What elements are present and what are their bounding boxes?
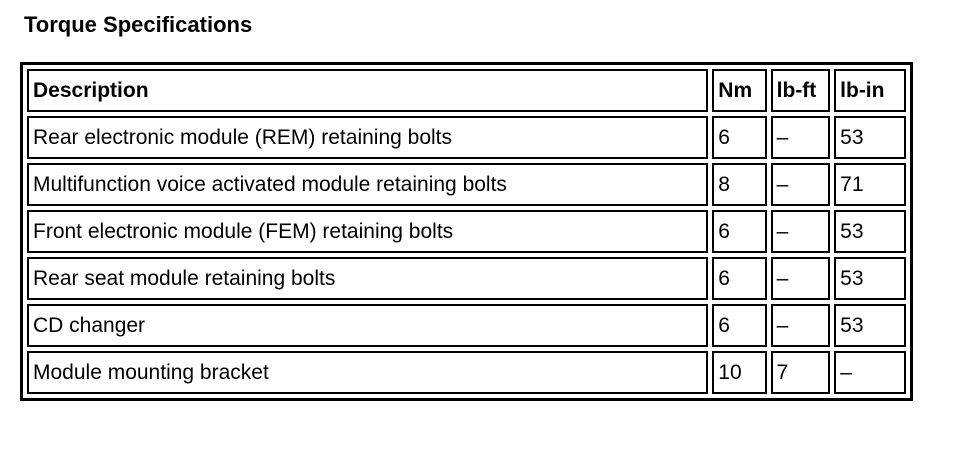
cell-description: CD changer [27, 304, 709, 347]
cell-lb-ft: – [770, 210, 831, 253]
cell-nm: 6 [712, 257, 767, 300]
cell-lb-in: 53 [834, 116, 906, 159]
cell-lb-ft: – [770, 257, 831, 300]
cell-nm: 6 [712, 210, 767, 253]
cell-lb-ft: 7 [770, 351, 831, 394]
cell-lb-in: 53 [834, 304, 906, 347]
torque-specifications-table: Description Nm lb-ft lb-in Rear electron… [20, 62, 913, 401]
cell-nm: 6 [712, 116, 767, 159]
cell-lb-in: 53 [834, 210, 906, 253]
column-header-lb-in: lb-in [834, 69, 906, 112]
cell-lb-ft: – [770, 116, 831, 159]
cell-lb-ft: – [770, 163, 831, 206]
cell-nm: 8 [712, 163, 767, 206]
table-row: Rear seat module retaining bolts 6 – 53 [27, 257, 906, 300]
table-row: Front electronic module (FEM) retaining … [27, 210, 906, 253]
cell-nm: 10 [712, 351, 767, 394]
column-header-description: Description [27, 69, 709, 112]
cell-lb-in: 53 [834, 257, 906, 300]
document-page: Torque Specifications Description Nm lb-… [20, 12, 913, 401]
cell-description: Rear electronic module (REM) retaining b… [27, 116, 709, 159]
cell-lb-in: 71 [834, 163, 906, 206]
table-header-row: Description Nm lb-ft lb-in [27, 69, 906, 112]
table-row: Module mounting bracket 10 7 – [27, 351, 906, 394]
cell-description: Multifunction voice activated module ret… [27, 163, 709, 206]
cell-lb-in: – [834, 351, 906, 394]
cell-description: Module mounting bracket [27, 351, 709, 394]
page-title: Torque Specifications [24, 12, 253, 37]
table-row: Rear electronic module (REM) retaining b… [27, 116, 906, 159]
table-row: Multifunction voice activated module ret… [27, 163, 906, 206]
column-header-nm: Nm [712, 69, 767, 112]
table-row: CD changer 6 – 53 [27, 304, 906, 347]
column-header-lb-ft: lb-ft [770, 69, 831, 112]
cell-description: Rear seat module retaining bolts [27, 257, 709, 300]
cell-lb-ft: – [770, 304, 831, 347]
cell-description: Front electronic module (FEM) retaining … [27, 210, 709, 253]
cell-nm: 6 [712, 304, 767, 347]
